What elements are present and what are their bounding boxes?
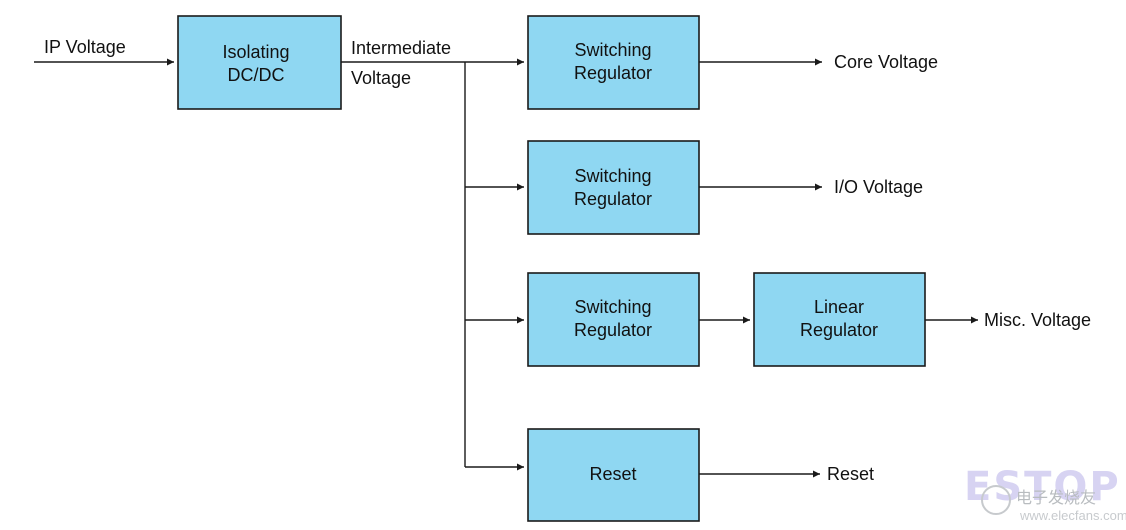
isolating-dcdc-block: Isolating DC/DC	[177, 15, 342, 110]
switching-regulator-block-1: Switching Regulator	[527, 15, 700, 110]
sw1-line1: Switching	[574, 40, 651, 60]
input-label: IP Voltage	[44, 37, 126, 57]
isolating-block-line2: DC/DC	[228, 65, 285, 85]
sw2-line2: Regulator	[574, 189, 652, 209]
sw3-line2: Regulator	[574, 320, 652, 340]
watermark-emblem-icon	[981, 485, 1011, 515]
reset-block-label: Reset	[589, 464, 636, 484]
watermark-cn-text: 电子发烧友	[1016, 488, 1096, 507]
core-voltage-label: Core Voltage	[834, 52, 938, 72]
sw3-line1: Switching	[574, 297, 651, 317]
io-voltage-label: I/O Voltage	[834, 177, 923, 197]
linear-line2: Regulator	[800, 320, 878, 340]
switching-regulator-block-3: Switching Regulator	[527, 272, 700, 367]
sw2-line1: Switching	[574, 166, 651, 186]
reset-output-label: Reset	[827, 464, 874, 484]
isolating-block-line1: Isolating	[222, 42, 289, 62]
linear-regulator-block: Linear Regulator	[753, 272, 926, 367]
intermediate-label-line1: Intermediate	[351, 38, 451, 58]
intermediate-label-line2: Voltage	[351, 68, 411, 88]
sw1-line2: Regulator	[574, 63, 652, 83]
switching-regulator-block-2: Switching Regulator	[527, 140, 700, 235]
elecfans-watermark: ESTOP 电子发烧友 www.elecfans.com	[964, 464, 1126, 523]
watermark-url: www.elecfans.com	[1019, 508, 1126, 523]
linear-line1: Linear	[814, 297, 864, 317]
misc-voltage-label: Misc. Voltage	[984, 310, 1091, 330]
reset-block: Reset	[527, 428, 700, 522]
